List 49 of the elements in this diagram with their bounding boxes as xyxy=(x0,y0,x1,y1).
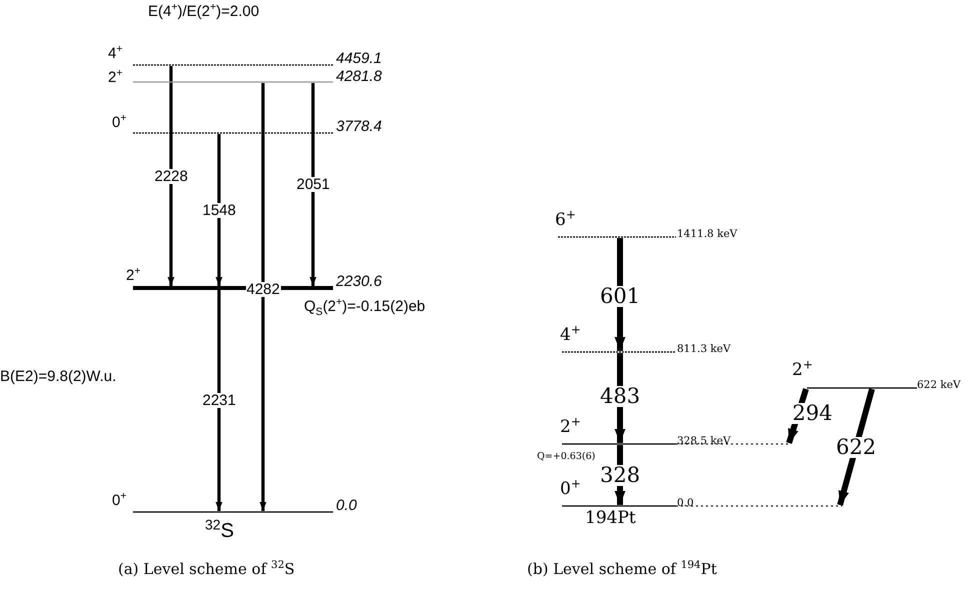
level-energy-label: 2230.6 xyxy=(336,274,382,290)
transition-arrow xyxy=(216,134,222,286)
transition-energy-label: 328 xyxy=(599,464,642,486)
transition-energy-label: 1548 xyxy=(202,202,237,218)
energy-level-line xyxy=(558,236,676,238)
transition-arrow xyxy=(168,66,174,286)
transition-energy-label: 483 xyxy=(599,386,642,407)
transition-energy-label: 4282 xyxy=(246,282,281,296)
spin-parity-label: 0$^{+}$ xyxy=(560,480,581,499)
transition-energy-label: 2051 xyxy=(296,177,331,192)
spin-parity-label: 2$^{+}$ xyxy=(126,268,140,284)
spin-parity-label: 2$^{+}$ xyxy=(792,361,813,380)
transition-energy-label: 2231 xyxy=(202,393,237,408)
energy-level-line xyxy=(562,505,842,507)
energy-level-line xyxy=(562,443,790,445)
transition-arrow xyxy=(216,290,222,511)
level-energy-label: 0.0 xyxy=(677,498,694,510)
panel-caption: (b) Level scheme of $^{194}$Pt xyxy=(527,561,717,578)
level-energy-label: 0.0 xyxy=(336,498,357,514)
energy-level-line xyxy=(562,351,676,353)
energy-level-line xyxy=(133,132,333,134)
transition-arrow xyxy=(260,83,266,511)
spin-parity-label: 0$^{+}$ xyxy=(112,493,126,510)
transition-arrow xyxy=(310,83,316,286)
transition-energy-label: 2228 xyxy=(154,168,189,184)
energy-level-line xyxy=(133,64,333,66)
level-energy-label: 4459.1 xyxy=(336,51,382,68)
nucleus-label: 194Pt xyxy=(585,509,636,528)
level-energy-label: 622 keV xyxy=(917,380,961,392)
level-energy-label: 811.3 keV xyxy=(677,344,731,356)
spin-parity-label: 2$^{+}$ xyxy=(108,70,122,86)
level-energy-label: 1411.8 keV xyxy=(677,229,738,241)
panel-caption: (a) Level scheme of $^{32}$S xyxy=(118,561,295,578)
spin-parity-label: 4$^{+}$ xyxy=(560,326,581,345)
spin-parity-label: 0$^{+}$ xyxy=(112,115,126,132)
energy-level-line xyxy=(807,387,917,389)
spin-parity-label: 4$^{+}$ xyxy=(108,46,122,62)
energy-level-line xyxy=(133,81,333,83)
level-energy-label: 3778.4 xyxy=(336,119,382,136)
quadrupole-moment-note: Q=+0.63(6) xyxy=(537,452,596,462)
transition-strength-note: B(E2)=9.8(2)W.u. xyxy=(0,369,116,386)
energy-level-line xyxy=(133,511,333,513)
transition-energy-label: 622 xyxy=(835,436,878,458)
transition-energy-label: 294 xyxy=(791,402,834,424)
ratio-annotation: E(4$^{+}$)/E(2$^{+}$)=2.00 xyxy=(148,4,260,20)
nucleus-label: $^{32}$S xyxy=(205,520,234,542)
spin-parity-label: 2$^{+}$ xyxy=(560,418,581,437)
level-energy-label: 4281.8 xyxy=(336,69,382,86)
spin-parity-label: 6$^{+}$ xyxy=(555,211,576,230)
